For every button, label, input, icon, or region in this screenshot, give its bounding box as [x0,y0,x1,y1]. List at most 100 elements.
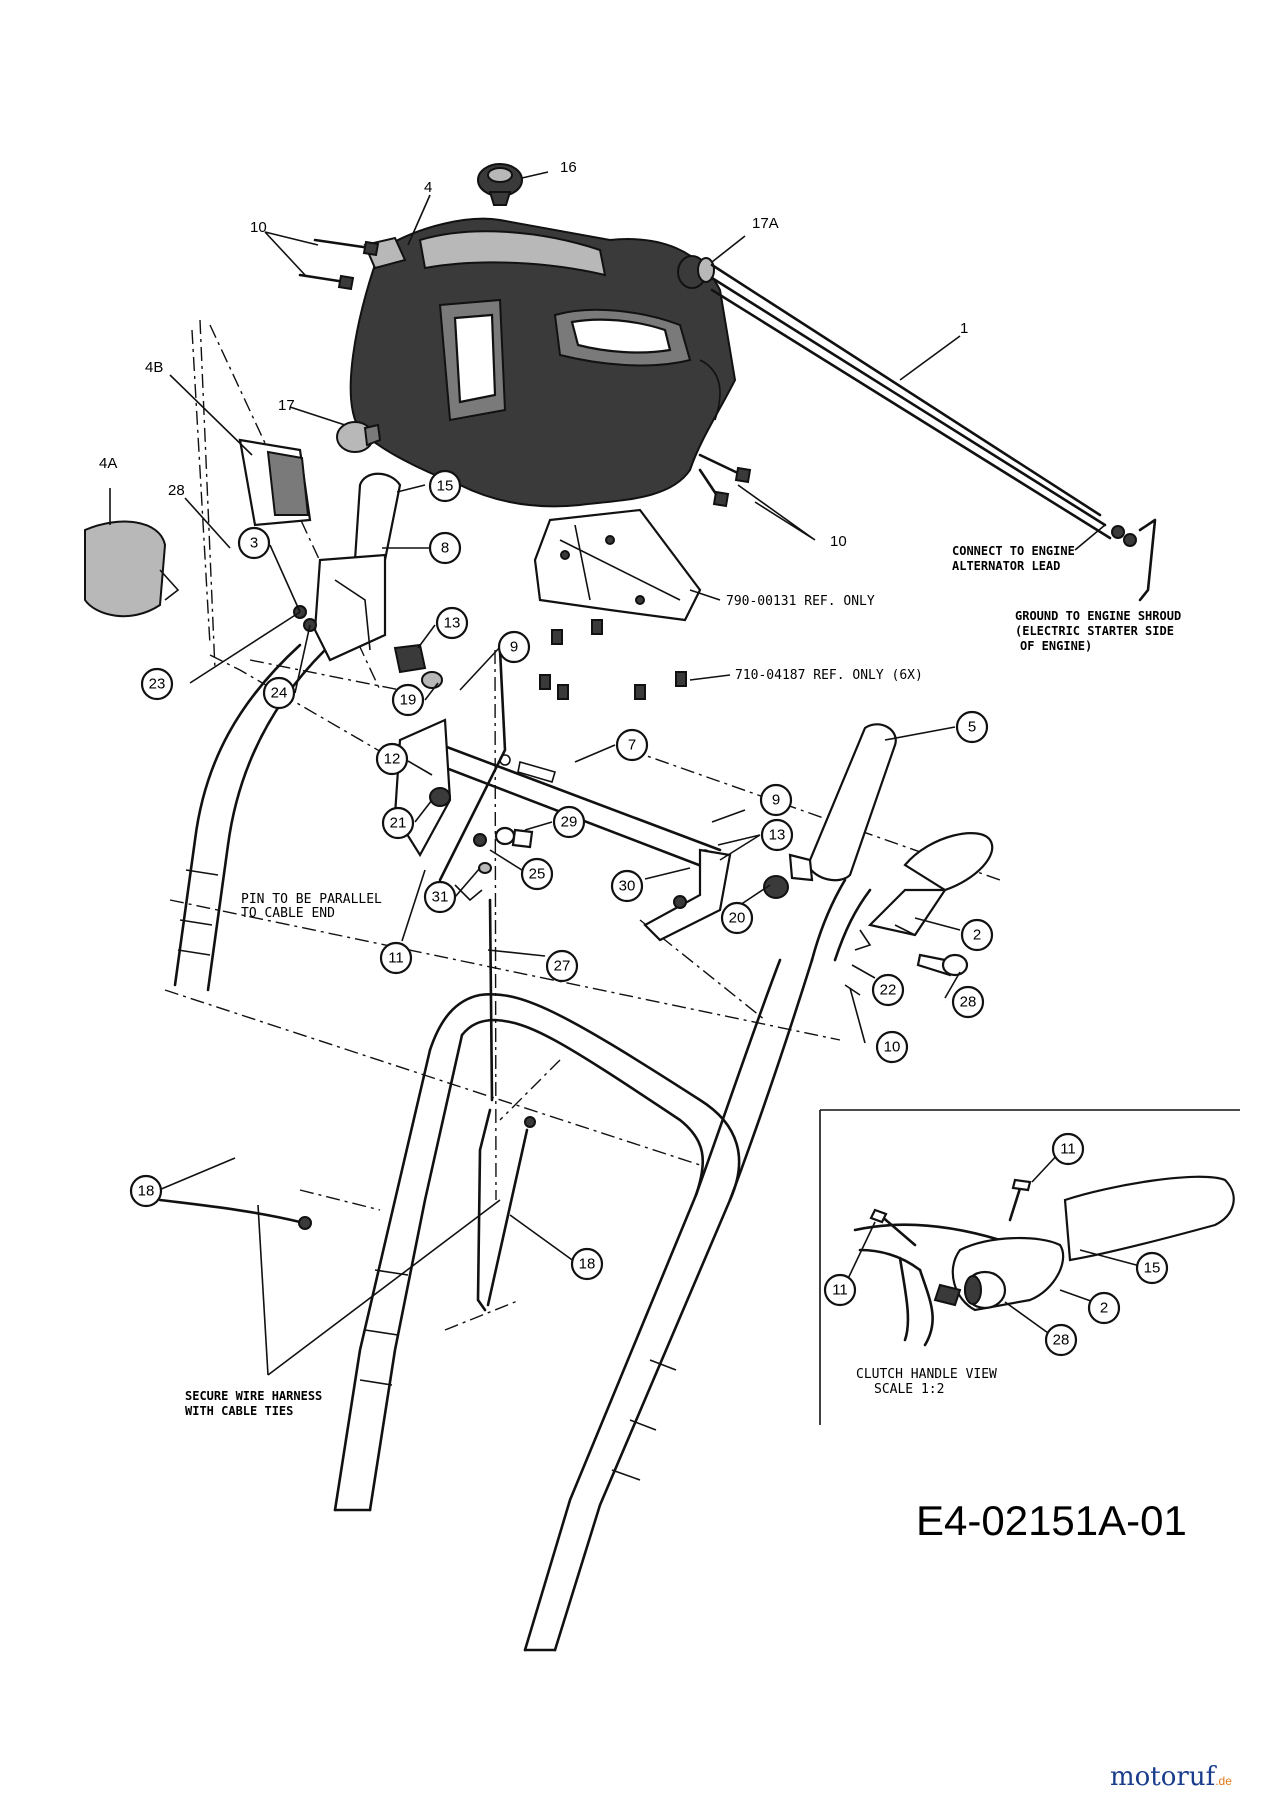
note-clutch-line1: CLUTCH HANDLE VIEW [856,1367,997,1382]
callouts: 16 4 10 17A 1 4B 17 4A 28 10 15 8 3 13 9… [99,159,1169,1357]
note-ground-line1: GROUND TO ENGINE SHROUD [1015,609,1181,623]
callout-4A: 4A [99,455,117,472]
note-pin-line2: TO CABLE END [241,906,335,921]
bubble-29: 27 [545,949,579,983]
screws-10 [298,238,752,508]
bubble-15-left: 15 [428,469,462,503]
bubble-15-inset: 15 [1135,1251,1169,1285]
bubble-18-right: 18 [570,1247,604,1281]
callout-10-right: 10 [830,533,847,550]
bubble-13-right: 13 [760,818,794,852]
note-ground-line3: OF ENGINE) [1020,639,1092,653]
bubble-3: 3 [237,526,271,560]
svg-text:11: 11 [1060,1141,1076,1158]
leader-lines [109,171,1141,1339]
bubble-21: 21 [381,806,415,840]
svg-text:22: 22 [880,982,897,999]
bubble-28: 29 [552,805,586,839]
bubble-2-right: 2 [960,918,994,952]
lens-4a [84,520,180,618]
notes: CONNECT TO ENGINE ALTERNATOR LEAD GROUND… [185,524,1181,1418]
bubble-27-inset: 28 [1044,1323,1078,1357]
dash-panel [349,217,737,508]
assembly-lines [164,319,1001,1331]
svg-text:11: 11 [832,1282,848,1299]
switch-13 [393,643,443,689]
callout-10-top: 10 [250,219,267,236]
svg-text:10: 10 [884,1039,901,1056]
svg-text:2: 2 [1100,1300,1108,1317]
bubble-11-left: 11 [823,1273,857,1307]
svg-text:28: 28 [1053,1332,1070,1349]
note-alternator-line1: CONNECT TO ENGINE [952,544,1075,558]
svg-text:30: 30 [619,878,636,895]
svg-text:5: 5 [968,719,976,736]
bubble-2-inset: 2 [1087,1291,1121,1325]
bubble-23: 23 [140,667,174,701]
wire-18-left [158,1198,312,1230]
svg-text:15: 15 [437,478,454,495]
note-pin-line1: PIN TO BE PARALLEL [241,892,382,907]
ref-790-00131: 790-00131 REF. ONLY [726,594,875,609]
callout-17: 17 [278,397,295,414]
cable-tie-leaders [257,1199,501,1376]
note-alternator-line2: ALTERNATOR LEAD [952,559,1060,573]
callout-4B: 4B [145,359,163,376]
bubble-30: 30 [610,869,644,903]
bolts-710 [539,619,687,700]
bubble-20: 20 [720,901,754,935]
svg-text:20: 20 [729,910,746,927]
svg-text:7: 7 [628,737,636,754]
svg-text:24: 24 [271,685,288,702]
svg-text:28: 28 [960,994,977,1011]
lower-handle-left [173,643,327,992]
harness-plug [677,255,715,289]
bubble-5: 5 [955,710,989,744]
bubble-19: 19 [391,683,425,717]
svg-text:18: 18 [138,1183,155,1200]
bracket-plate [533,508,702,622]
right-clutch-handle [844,832,994,996]
svg-text:18: 18 [579,1256,596,1273]
ref-710-04187: 710-04187 REF. ONLY (6X) [735,668,923,683]
lower-handle-right [810,878,872,962]
bubble-14: 11 [379,941,413,975]
note-harness-line2: WITH CABLE TIES [185,1404,293,1418]
note-harness-line1: SECURE WIRE HARNESS [185,1389,322,1403]
callout-17A: 17A [752,215,779,232]
bubble-9-right: 9 [759,783,793,817]
callout-16: 16 [560,159,577,176]
bubble-24: 24 [262,676,296,710]
svg-text:31: 31 [432,889,449,906]
svg-text:23: 23 [149,676,166,693]
bubble-6: 8 [428,531,462,565]
note-clutch-line2: SCALE 1:2 [874,1382,944,1397]
bubble-13-left: 13 [435,606,469,640]
cover-4b [238,438,312,527]
bubble-25: 25 [520,857,554,891]
callout-27-left: 28 [168,482,185,499]
bubble-27-right: 28 [951,985,985,1019]
svg-text:19: 19 [400,692,417,709]
svg-text:9: 9 [510,639,518,656]
inset-clutch-view [819,1109,1240,1425]
bubble-8: 10 [875,1030,909,1064]
svg-text:21: 21 [390,815,407,832]
wire-harness [710,263,1157,602]
svg-text:13: 13 [444,615,461,632]
svg-text:12: 12 [384,751,401,768]
svg-text:motoruf.de: motoruf.de [1110,1762,1232,1792]
cable-29 [476,898,536,1312]
bubble-7: 7 [615,728,649,762]
bubble-12: 12 [375,742,409,776]
bubble-11-top: 11 [1051,1132,1085,1166]
bubble-22: 22 [871,973,905,1007]
note-ground-line2: (ELECTRIC STARTER SIDE [1015,624,1174,638]
svg-text:9: 9 [772,792,780,809]
watermark-logo: motoruf.de [1110,1762,1232,1792]
callout-1: 1 [960,320,968,337]
bubble-9-left: 9 [497,630,531,664]
svg-text:3: 3 [250,535,258,552]
svg-text:27: 27 [554,958,571,975]
